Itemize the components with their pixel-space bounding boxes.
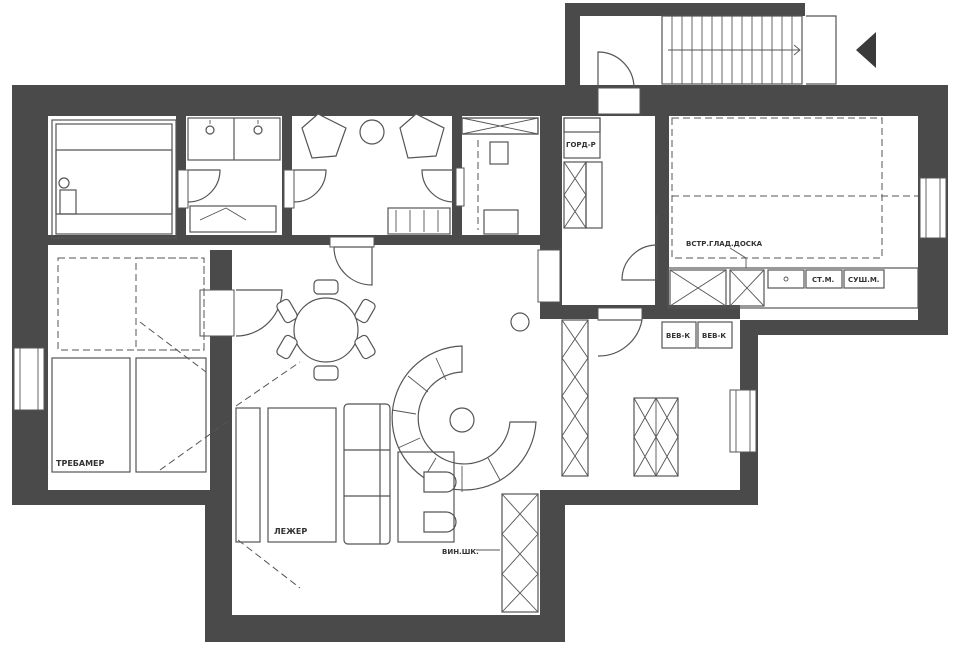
living-label: ЛЕЖЕР: [274, 527, 307, 536]
utility-room: ВСТР.ГЛАД.ДОСКА СТ.М. СУШ.М.: [667, 117, 919, 309]
rug: [267, 407, 337, 543]
walls: [12, 3, 948, 642]
entrance-arrow-icon: [856, 32, 876, 68]
doors: [187, 51, 658, 357]
kitchen-unit-1-label: ВЕВ-К: [666, 332, 690, 340]
wc-2: [461, 117, 539, 235]
lounge: [301, 113, 451, 235]
bathroom: [51, 119, 177, 239]
bedroom: ТРЕБАМЕР: [51, 257, 231, 473]
windows: [13, 87, 947, 453]
wc-sinks: [187, 117, 281, 233]
kitchen: ВЕВ-К ВЕВ-К: [561, 319, 733, 477]
living-room: ЛЕЖЕР ВИН.ШК.: [235, 279, 539, 613]
wine-cooler-label: ВИН.ШК.: [442, 548, 479, 556]
dining-table: [293, 297, 359, 363]
staircase: [661, 15, 876, 85]
wine-cabinet: [501, 493, 539, 613]
storage-cabinets: [461, 117, 601, 135]
hallway: ГОРД-Р: [563, 117, 603, 229]
dryer-label: СТ.М.: [812, 276, 834, 284]
sofa: [343, 403, 391, 545]
kitchen-unit-2-label: ВЕВ-К: [702, 332, 726, 340]
washer-label: СУШ.М.: [848, 276, 879, 284]
spiral-stair: [391, 345, 537, 491]
bedroom-label: ТРЕБАМЕР: [56, 459, 105, 468]
hallway-unit-label: ГОРД-Р: [566, 141, 596, 149]
built-in-board-label: ВСТР.ГЛАД.ДОСКА: [686, 240, 763, 248]
